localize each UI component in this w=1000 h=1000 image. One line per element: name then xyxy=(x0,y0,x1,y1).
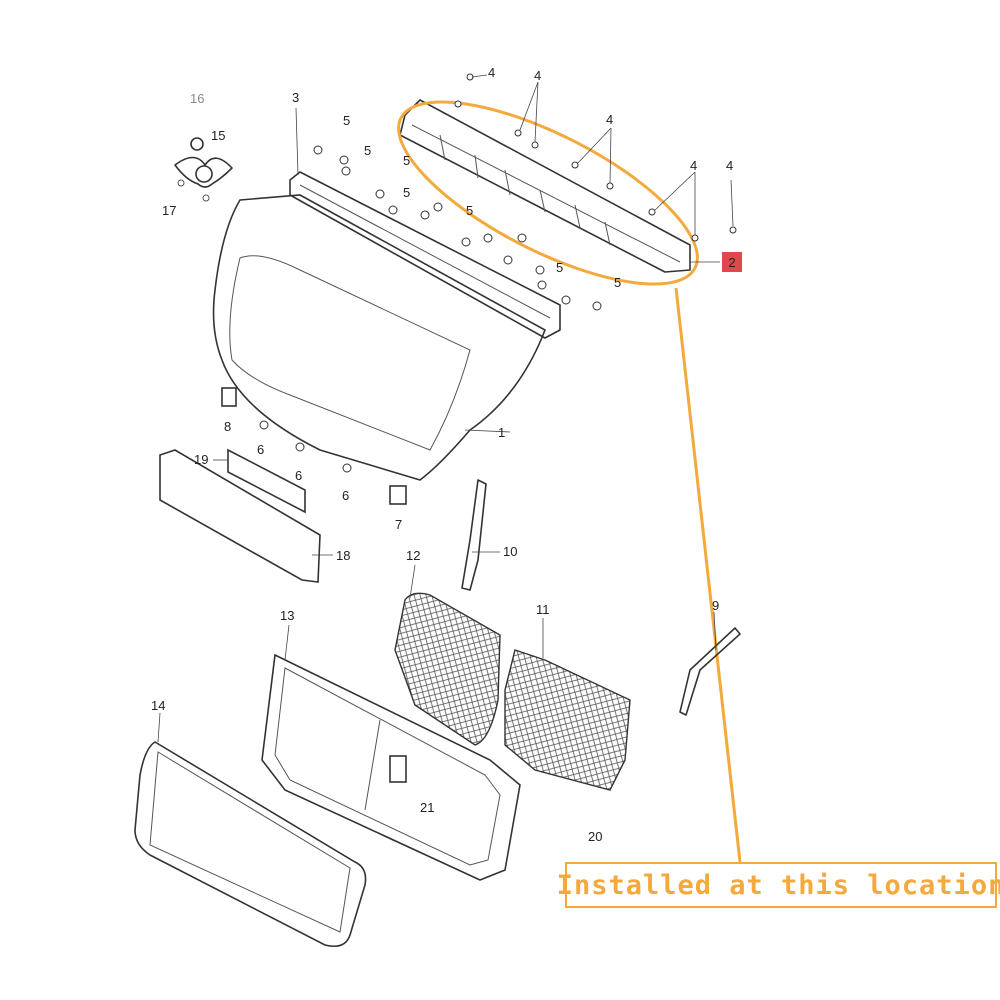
side-strips xyxy=(461,479,741,716)
label-15: 15 xyxy=(211,128,225,143)
grille-meshes xyxy=(394,592,631,791)
bonnet-panel xyxy=(212,194,546,481)
label-21: 21 xyxy=(420,800,434,815)
installation-callout: Installed at this location xyxy=(557,862,1000,908)
label-18: 18 xyxy=(336,548,350,563)
label-9: 9 xyxy=(712,598,719,613)
leader-lines xyxy=(157,74,734,743)
plate-holder xyxy=(159,448,321,583)
label-14: 14 xyxy=(151,698,165,713)
label-6a: 6 xyxy=(257,442,264,457)
emblem-wings xyxy=(174,137,233,202)
label-20: 20 xyxy=(588,829,602,844)
clips xyxy=(221,387,407,505)
reinforcement-bracket xyxy=(399,99,691,273)
label-5f: 5 xyxy=(556,260,563,275)
label-5g: 5 xyxy=(614,275,621,290)
label-4a: 4 xyxy=(488,65,495,80)
label-11: 11 xyxy=(536,602,550,617)
label-8: 8 xyxy=(224,419,231,434)
label-4d: 4 xyxy=(690,158,697,173)
label-1: 1 xyxy=(498,425,505,440)
label-6b: 6 xyxy=(295,468,302,483)
callout-text: Installed at this location xyxy=(556,869,1000,901)
label-5d: 5 xyxy=(403,185,410,200)
fastener-screws xyxy=(259,73,737,473)
label-3: 3 xyxy=(292,90,299,105)
label-5c: 5 xyxy=(403,153,410,168)
label-4b: 4 xyxy=(534,68,541,83)
label-4c: 4 xyxy=(606,112,613,127)
label-4e: 4 xyxy=(726,158,733,173)
label-16: 16 xyxy=(190,91,204,106)
highlight-outline xyxy=(397,100,742,863)
label-17: 17 xyxy=(162,203,176,218)
seal-frame xyxy=(134,741,367,948)
label-7: 7 xyxy=(395,517,402,532)
part-labels: 1 3 4 4 4 4 4 5 5 5 5 5 5 5 6 6 6 7 8 9 … xyxy=(151,65,733,844)
upper-bracket xyxy=(289,171,561,339)
label-6c: 6 xyxy=(342,488,349,503)
label-5e: 5 xyxy=(466,203,473,218)
label-10: 10 xyxy=(503,544,517,559)
label-5b: 5 xyxy=(364,143,371,158)
label-13: 13 xyxy=(280,608,294,623)
label-19: 19 xyxy=(194,452,208,467)
highlighted-part-badge: 2 xyxy=(722,252,742,272)
grille-frame xyxy=(261,653,521,881)
label-5a: 5 xyxy=(343,113,350,128)
label-12: 12 xyxy=(406,548,420,563)
